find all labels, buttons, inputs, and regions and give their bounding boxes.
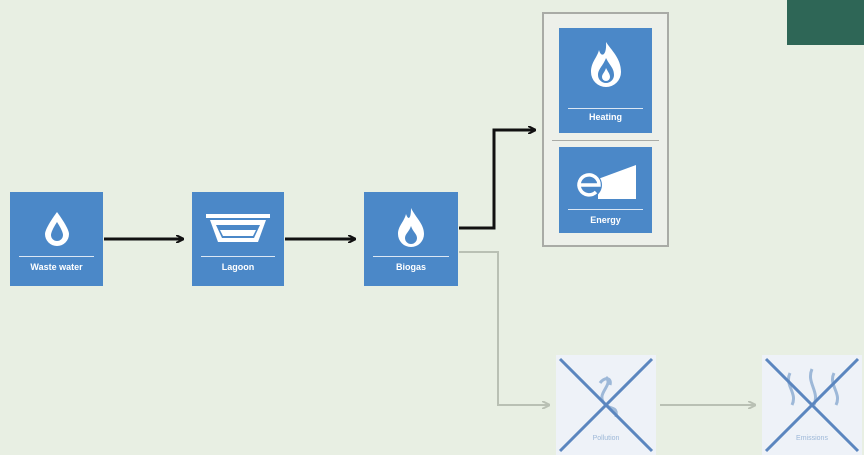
- node-crossed-1: Pollution: [556, 355, 656, 455]
- crossed-out-icon: [558, 357, 654, 453]
- node-label: Heating: [588, 112, 622, 122]
- crossed-out-icon: [764, 357, 860, 453]
- arrow-biogas-to-group: [459, 130, 534, 230]
- node-biogas: Biogas: [364, 192, 458, 286]
- node-label: Pollution: [592, 435, 620, 442]
- arrow-biogas-to-crossed: [459, 251, 548, 405]
- divider: [568, 209, 643, 210]
- lagoon-basin-icon: [192, 212, 284, 246]
- heating-flames-icon: [559, 40, 652, 90]
- node-crossed-2: Emissions: [762, 355, 862, 455]
- node-lagoon: Lagoon: [192, 192, 284, 286]
- node-label: Energy: [590, 215, 621, 225]
- node-waste-water: Waste water: [10, 192, 103, 286]
- output-group: Heating Energy: [542, 12, 669, 247]
- node-label: Biogas: [395, 262, 426, 272]
- flame-icon: [364, 206, 458, 248]
- group-divider: [552, 140, 659, 141]
- node-energy: Energy: [559, 147, 652, 233]
- divider: [373, 256, 449, 257]
- node-label: Lagoon: [221, 262, 255, 272]
- electricity-icon: [559, 161, 652, 201]
- node-label: Emissions: [796, 435, 828, 442]
- corner-block: [787, 0, 864, 45]
- divider: [19, 256, 94, 257]
- divider: [568, 108, 643, 109]
- node-label: Waste water: [30, 262, 83, 272]
- divider: [201, 256, 275, 257]
- water-drop-icon: [10, 210, 103, 246]
- node-heating: Heating: [559, 28, 652, 133]
